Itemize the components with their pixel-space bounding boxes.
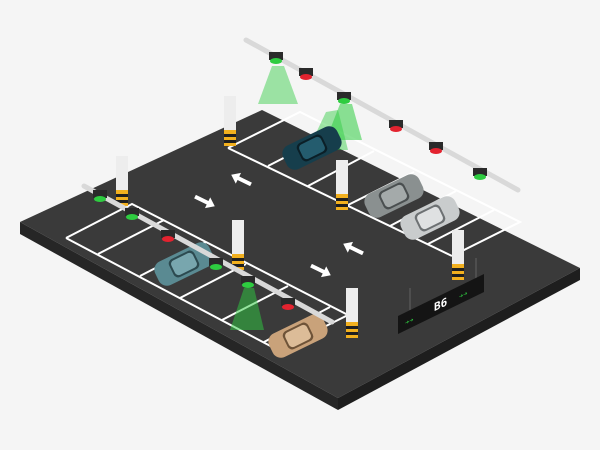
indicator-light: [93, 190, 107, 202]
indicator-light: [337, 92, 351, 104]
pillar: [224, 96, 236, 146]
pillar: [232, 220, 244, 270]
indicator-light: [125, 208, 139, 220]
lot-edge-left: [20, 222, 338, 410]
lot-surface: [20, 110, 580, 398]
sensor-beam: [230, 288, 264, 330]
indicator-light: [299, 68, 313, 80]
indicator-lights: [93, 52, 487, 310]
pillars: [116, 96, 464, 338]
indicator-light: [429, 142, 443, 154]
indicator-light: [473, 168, 487, 180]
sensor-beam: [258, 66, 298, 104]
pillar: [116, 156, 128, 206]
guidance-sign: ➔➔ B6 ➔➔: [398, 258, 484, 334]
sign-level-label: B6: [434, 295, 447, 315]
indicator-light: [241, 276, 255, 288]
pillar: [452, 230, 464, 280]
arrow-icon: [310, 263, 331, 278]
sign-board: [398, 274, 484, 334]
car-teal: [154, 242, 214, 286]
car-grey: [364, 174, 424, 218]
rail-upper: [243, 37, 521, 193]
indicator-light: [389, 120, 403, 132]
indicator-light: [281, 298, 295, 310]
lot-edge-right: [338, 268, 580, 410]
car-silver: [400, 196, 460, 240]
car-dark-teal: [282, 126, 342, 170]
pillar: [346, 288, 358, 338]
indicator-light: [161, 230, 175, 242]
indicator-light: [269, 52, 283, 64]
sign-arrow-right: ➔➔: [459, 288, 468, 301]
indicator-light: [209, 258, 223, 270]
direction-arrows: [194, 172, 364, 278]
arrow-icon: [343, 241, 364, 256]
pillar: [336, 160, 348, 210]
sign-arrow-left: ➔➔: [405, 315, 414, 328]
arrow-icon: [231, 172, 252, 187]
car-gold: [268, 314, 328, 358]
arrow-icon: [194, 194, 215, 209]
